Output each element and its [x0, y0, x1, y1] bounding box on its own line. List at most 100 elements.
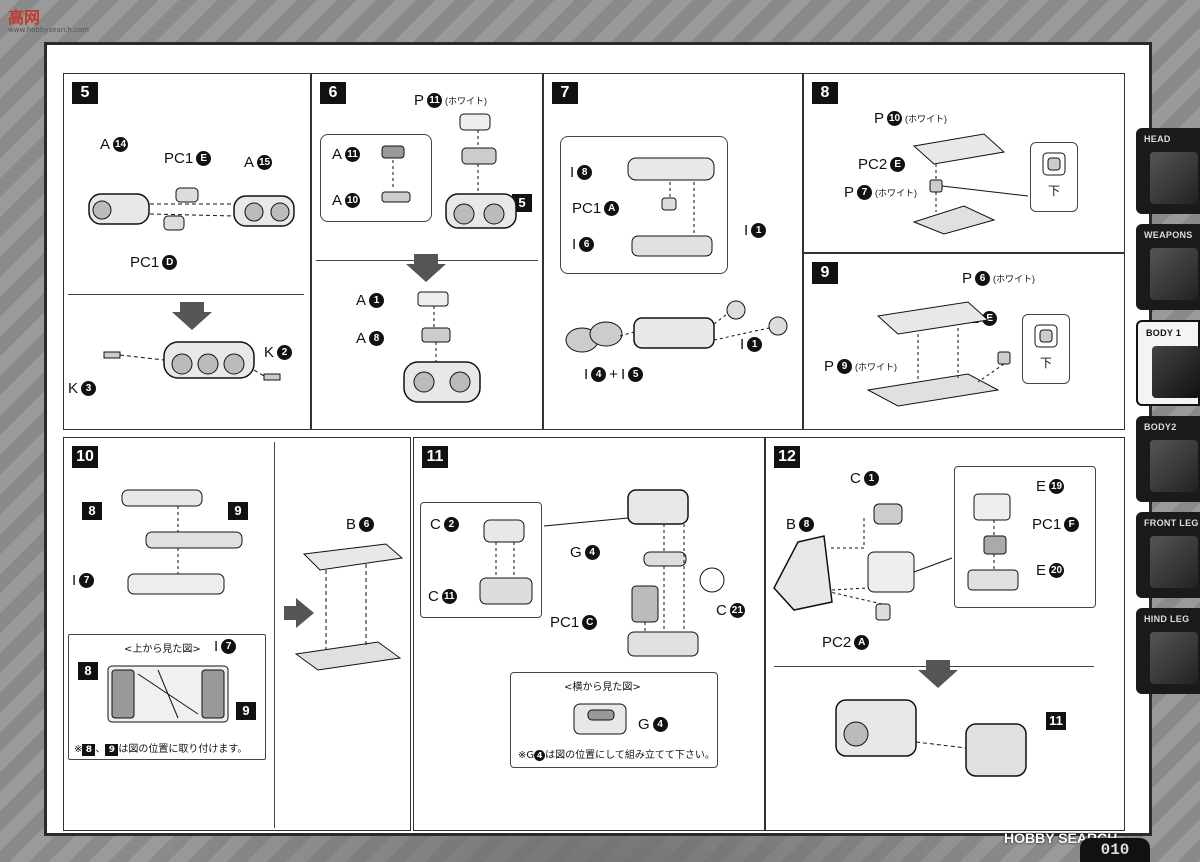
step-9-parts-drawing — [866, 301, 1011, 407]
top-view-drawing — [107, 665, 229, 723]
down-arrow — [172, 302, 212, 330]
step-11-parts-drawing — [543, 489, 725, 657]
step-12-sub-drawing — [967, 493, 1019, 591]
square-part-icon — [1034, 324, 1058, 348]
divider — [274, 442, 275, 828]
step-10-assembly-drawing — [294, 543, 404, 671]
step-ref-11: 11 — [1046, 712, 1066, 730]
down-direction-label: 下 — [1040, 356, 1053, 370]
tab-thumbnail — [1150, 632, 1198, 684]
step-5-parts-drawing — [88, 187, 295, 231]
site-logo: 高网 www.hobbysearch.com — [8, 8, 89, 34]
step-number: 6 — [320, 82, 346, 104]
step-ref-5: 5 — [512, 194, 532, 212]
step-5-assembly-drawing — [103, 341, 281, 381]
tab-thumbnail — [1152, 346, 1200, 398]
step-6-parts-drawing — [381, 113, 517, 229]
step-10-parts-drawing — [121, 489, 243, 595]
divider — [68, 294, 304, 295]
step-number: 10 — [72, 446, 98, 468]
step-12-parts-drawing — [773, 503, 953, 621]
side-view-drawing — [573, 703, 627, 735]
inset-step-ref-8: 8 — [78, 662, 98, 680]
tab-head[interactable]: HEAD — [1136, 128, 1200, 214]
down-arrow — [406, 254, 446, 282]
inset-title: <横から見た図> — [564, 682, 641, 693]
tab-front-leg[interactable]: FRONT LEG — [1136, 512, 1200, 598]
step-7-parts-drawing — [627, 157, 715, 257]
tab-weapons[interactable]: WEAPONS — [1136, 224, 1200, 310]
tab-body-1[interactable]: BODY 1 — [1136, 320, 1200, 406]
step-number: 5 — [72, 82, 98, 104]
step-11-sub-drawing — [479, 519, 533, 605]
step-ref-9: 9 — [228, 502, 248, 520]
tab-thumbnail — [1150, 536, 1198, 588]
square-part-icon — [1042, 152, 1066, 176]
down-arrow — [918, 660, 958, 688]
tab-hind-leg[interactable]: HIND LEG — [1136, 608, 1200, 694]
step-12-assembly-drawing — [835, 699, 1027, 777]
step-ref-8: 8 — [82, 502, 102, 520]
inset-title: <上から見た図> — [124, 644, 201, 655]
tab-thumbnail — [1150, 248, 1198, 300]
step-number: 9 — [812, 262, 838, 284]
step-6-subassembly-box — [320, 134, 432, 222]
step-8-parts-drawing — [912, 133, 1029, 235]
right-arrow — [284, 598, 314, 628]
down-direction-label: 下 — [1048, 184, 1061, 198]
inset-step-ref-9: 9 — [236, 702, 256, 720]
tab-thumbnail — [1150, 152, 1198, 204]
step-number: 12 — [774, 446, 800, 468]
step-number: 7 — [552, 82, 578, 104]
step-6-assembly-drawing — [403, 291, 481, 403]
step-number: 11 — [422, 446, 448, 468]
section-tabs: HEAD WEAPONS BODY 1 BODY2 FRONT LEG HIND… — [1130, 128, 1200, 728]
page-number: 010 — [1080, 838, 1150, 862]
tab-body-2[interactable]: BODY2 — [1136, 416, 1200, 502]
